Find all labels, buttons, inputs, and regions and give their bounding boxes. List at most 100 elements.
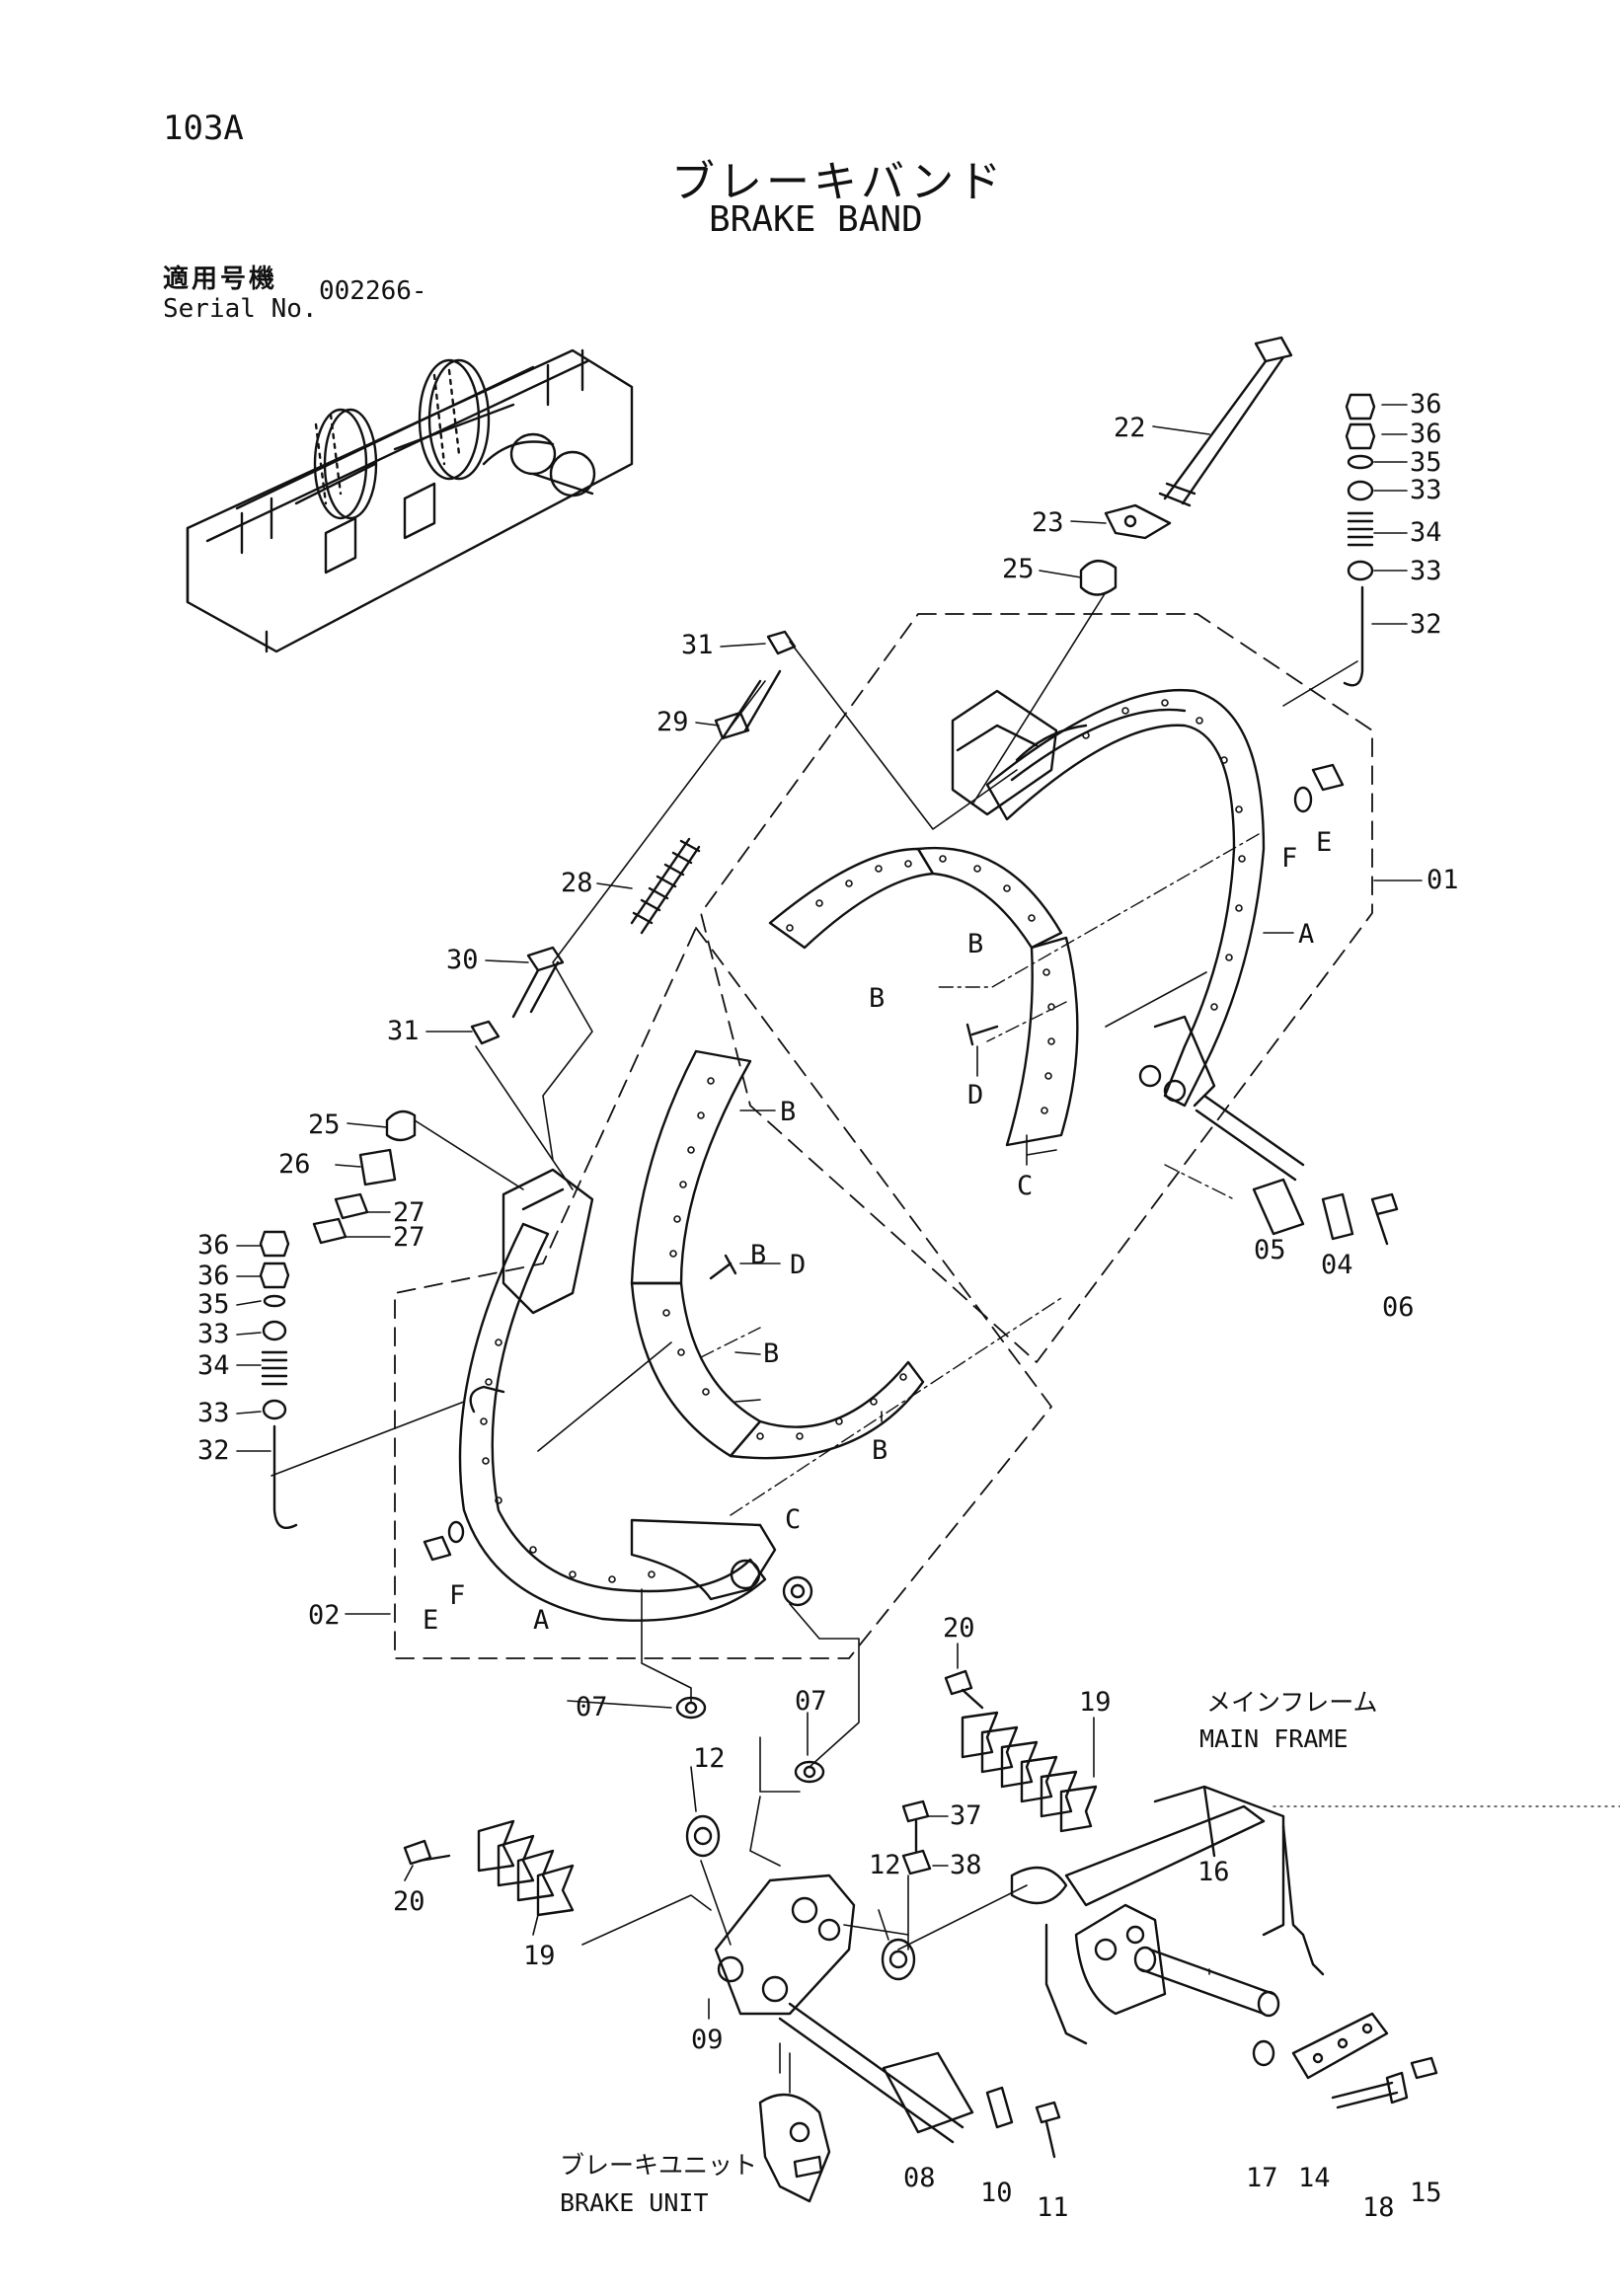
- bolt-15: [1410, 2056, 1438, 2080]
- page-number: 103A: [163, 109, 244, 148]
- bolt-22: [1158, 336, 1293, 507]
- plate-10: [985, 2086, 1014, 2129]
- callout-33d: 33: [197, 1398, 230, 1428]
- bolt-06: [1370, 1192, 1399, 1246]
- callout-04: 04: [1321, 1250, 1353, 1280]
- leader-lines: [236, 404, 1423, 2020]
- pin-08: [778, 2002, 974, 2144]
- callout-36d: 36: [197, 1261, 230, 1291]
- callout-33b: 33: [1410, 556, 1442, 586]
- bushing-07b: [794, 1760, 825, 1784]
- bolt-11: [1035, 2101, 1061, 2159]
- ref-letter-d-lower: D: [790, 1250, 806, 1280]
- callout-12b: 12: [869, 1850, 901, 1880]
- callout-30: 30: [446, 945, 479, 975]
- nut-27b: [312, 1217, 347, 1245]
- bushing-12b: [881, 1938, 916, 1981]
- callout-27b: 27: [393, 1222, 425, 1253]
- ref-letter-f-upper: F: [1281, 843, 1297, 874]
- callout-18: 18: [1362, 2192, 1395, 2223]
- callout-29: 29: [656, 707, 689, 737]
- ref-letter-b-3: B: [780, 1097, 796, 1127]
- ref-letter-b-5: B: [872, 1435, 887, 1466]
- callout-05: 05: [1254, 1235, 1286, 1265]
- spring-28: [630, 837, 701, 935]
- brake-unit-label-japanese: ブレーキユニット: [560, 2151, 757, 2180]
- title-japanese: ブレーキバンド: [671, 157, 1006, 207]
- shim-stack-19-right: [961, 1711, 1098, 1833]
- ref-letter-e-upper: E: [1316, 827, 1332, 858]
- nut-31-lower: [470, 1020, 501, 1045]
- callout-36b: 36: [1410, 419, 1442, 449]
- nut-31-upper: [766, 630, 797, 655]
- ref-letter-c-lower: C: [785, 1504, 801, 1535]
- callout-35a: 35: [1410, 447, 1442, 478]
- ref-letter-a-upper: A: [1298, 919, 1314, 950]
- bracket-09: [714, 1874, 856, 2016]
- callout-36c: 36: [197, 1230, 230, 1261]
- callout-25a: 25: [1002, 554, 1035, 584]
- callout-38: 38: [950, 1850, 982, 1880]
- callout-10: 10: [980, 2178, 1013, 2208]
- brake-unit-arm: [758, 2093, 831, 2203]
- serial-label-english: Serial No.: [163, 294, 318, 324]
- shim-stack-19-left: [477, 1819, 575, 1917]
- bolt-37: [901, 1799, 930, 1853]
- callout-labels: 01 02 04 05 06 07 07 08 09 10 11 12 12 1…: [197, 389, 1459, 2223]
- plate-14: [1291, 2012, 1389, 2080]
- callout-31a: 31: [681, 630, 714, 660]
- machine-overview-thumbnail: [186, 348, 634, 653]
- bolt-20-left: [403, 1839, 451, 1866]
- bolt-18: [1331, 2071, 1409, 2109]
- serial-label-japanese: 適用号機: [163, 265, 278, 294]
- callout-34b: 34: [197, 1350, 230, 1381]
- sleeve-26: [358, 1148, 397, 1186]
- brake-unit-label-english: BRAKE UNIT: [560, 2188, 709, 2217]
- bushing-c: [782, 1575, 813, 1607]
- ref-letter-b-4: B: [763, 1339, 779, 1369]
- washer-f-upper: [1293, 786, 1313, 813]
- assembly-labels: メインフレーム MAIN FRAME ブレーキユニット BRAKE UNIT: [560, 1688, 1378, 2217]
- nut-38: [901, 1849, 932, 1875]
- shaft-16: [1133, 1946, 1280, 2018]
- callout-32b: 32: [197, 1435, 230, 1466]
- callout-32a: 32: [1410, 609, 1442, 640]
- main-frame-label-english: MAIN FRAME: [1199, 1724, 1349, 1753]
- callout-20a: 20: [393, 1886, 425, 1917]
- callout-17: 17: [1246, 2163, 1278, 2193]
- ref-letter-b-6: B: [750, 1240, 766, 1270]
- callout-26: 26: [278, 1149, 311, 1180]
- cap-25-lower: [385, 1110, 417, 1142]
- callout-33a: 33: [1410, 475, 1442, 505]
- callout-09: 09: [691, 2025, 724, 2055]
- ref-letter-b-1: B: [869, 983, 885, 1014]
- bracket-04: [1321, 1192, 1354, 1241]
- callout-06: 06: [1382, 1292, 1415, 1323]
- callout-07a: 07: [576, 1692, 608, 1722]
- callout-37: 37: [950, 1800, 982, 1831]
- serial-number-value: 002266-: [319, 276, 427, 306]
- plate-23: [1104, 503, 1172, 540]
- callout-34a: 34: [1410, 517, 1442, 548]
- callout-15: 15: [1410, 2178, 1442, 2208]
- callout-27a: 27: [393, 1197, 425, 1228]
- callout-02: 02: [308, 1600, 341, 1631]
- callout-19a: 19: [523, 1941, 556, 1971]
- cap-25-upper: [1079, 560, 1118, 596]
- ref-letter-e-lower: E: [423, 1605, 438, 1636]
- nut-e-lower: [423, 1535, 452, 1562]
- ref-letter-b-2: B: [967, 929, 983, 959]
- bolt-30: [511, 946, 565, 1019]
- main-frame-label-japanese: メインフレーム: [1206, 1688, 1378, 1717]
- nut-e-upper: [1311, 763, 1345, 792]
- ref-letter-f-lower: F: [449, 1580, 465, 1611]
- callout-31b: 31: [387, 1016, 420, 1046]
- callout-36a: 36: [1410, 389, 1442, 420]
- callout-25b: 25: [308, 1110, 341, 1140]
- main-frame: [1010, 1785, 1325, 2045]
- callout-11: 11: [1037, 2192, 1069, 2223]
- callout-33c: 33: [197, 1319, 230, 1349]
- callout-07b: 07: [795, 1686, 827, 1717]
- hardware-stack-right: [1343, 393, 1376, 687]
